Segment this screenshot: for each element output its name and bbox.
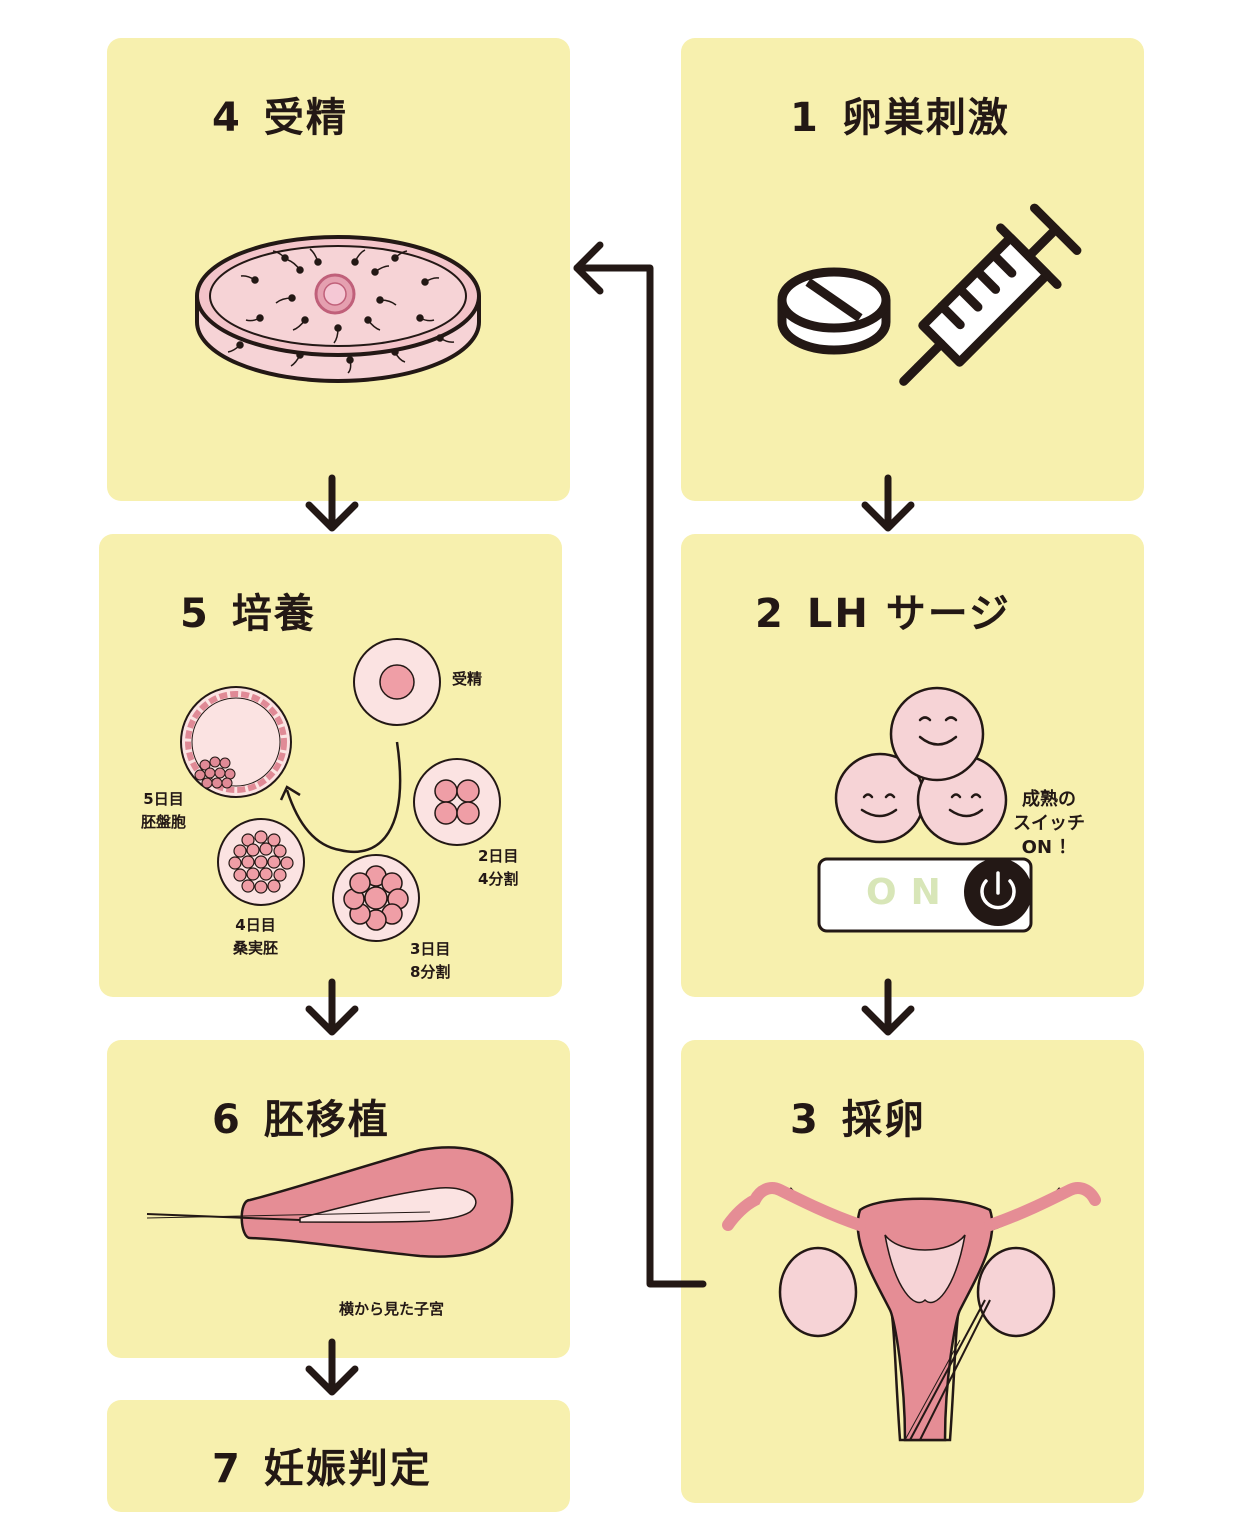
pill-icon <box>777 267 891 355</box>
arrow-4-to-5 <box>305 474 359 532</box>
step-7-title: 7 妊娠判定 <box>212 1436 432 1494</box>
on-switch <box>817 857 1033 933</box>
day2-label: 2日目 4分割 <box>478 845 518 891</box>
syringe-icon <box>899 203 1082 386</box>
step-1-number: 1 <box>790 95 820 141</box>
step-2-label: LH サージ <box>806 591 1011 637</box>
day2-stage: 4分割 <box>478 870 519 888</box>
day3-label: 3日目 8分割 <box>410 938 450 984</box>
petri-dish-icon <box>195 235 481 383</box>
arrow-1-to-2 <box>861 474 915 532</box>
day3-stage: 8分割 <box>410 963 451 981</box>
bubble-line-2: スイッチ <box>1013 813 1085 834</box>
step-4-label: 受精 <box>263 95 348 141</box>
step-4-title: 4 受精 <box>212 85 348 143</box>
uterus-side-caption: 横から見た子宮 <box>339 1300 445 1318</box>
culture-cycle <box>180 638 501 942</box>
uterus-front-view-icon <box>722 1182 1101 1442</box>
fertilized-label: 受精 <box>452 670 483 688</box>
step-1-title: 1 卵巣刺激 <box>790 85 1010 143</box>
step-6-title: 6 胚移植 <box>212 1087 390 1145</box>
step-3-label: 採卵 <box>841 1097 926 1143</box>
step-3-title: 3 採卵 <box>790 1087 926 1145</box>
step-7-label: 妊娠判定 <box>263 1446 432 1492</box>
day5-label: 5日目 胚盤胞 <box>141 788 186 834</box>
step-1-label: 卵巣刺激 <box>841 95 1010 141</box>
day4-morula-icon <box>217 818 305 906</box>
step-5-panel <box>99 534 562 997</box>
day4-day: 4日目 <box>235 916 276 934</box>
fertilized-egg-icon <box>353 638 441 726</box>
day4-label: 4日目 桑実胚 <box>233 914 278 960</box>
day5-day: 5日目 <box>143 790 184 808</box>
day2-embryo-icon <box>413 758 501 846</box>
day2-day: 2日目 <box>478 847 519 865</box>
step-6-label: 胚移植 <box>263 1097 390 1143</box>
arrow-6-to-7 <box>305 1338 359 1396</box>
step-6-number: 6 <box>212 1097 242 1143</box>
step-2-title: 2 LH サージ <box>755 581 1011 639</box>
mature-eggs-icon <box>834 686 1008 846</box>
step-2-number: 2 <box>755 591 785 637</box>
arrow-5-to-6 <box>305 978 359 1036</box>
maturation-switch-bubble: 成熟の スイッチ ON ！ <box>1013 788 1085 860</box>
bubble-line-3: ON ！ <box>1021 837 1077 858</box>
arrow-2-to-3 <box>861 978 915 1036</box>
arrow-3-to-4 <box>573 241 707 1288</box>
day3-embryo-icon <box>332 854 420 942</box>
step-5-number: 5 <box>180 591 210 637</box>
step-4-number: 4 <box>212 95 242 141</box>
switch-on-label: ON <box>866 872 955 913</box>
step-1-panel <box>681 38 1144 501</box>
day4-stage: 桑実胚 <box>233 939 279 957</box>
step-5-title: 5 培養 <box>180 581 316 639</box>
step-3-number: 3 <box>790 1097 820 1143</box>
bubble-line-1: 成熟の <box>1022 789 1076 810</box>
step-7-panel <box>107 1400 570 1512</box>
step-7-number: 7 <box>212 1446 242 1492</box>
step-5-label: 培養 <box>231 591 316 637</box>
uterus-side-view-icon <box>146 1146 514 1258</box>
day5-stage: 胚盤胞 <box>141 813 187 831</box>
day3-day: 3日目 <box>410 940 451 958</box>
day5-blastocyst-icon <box>180 686 292 798</box>
